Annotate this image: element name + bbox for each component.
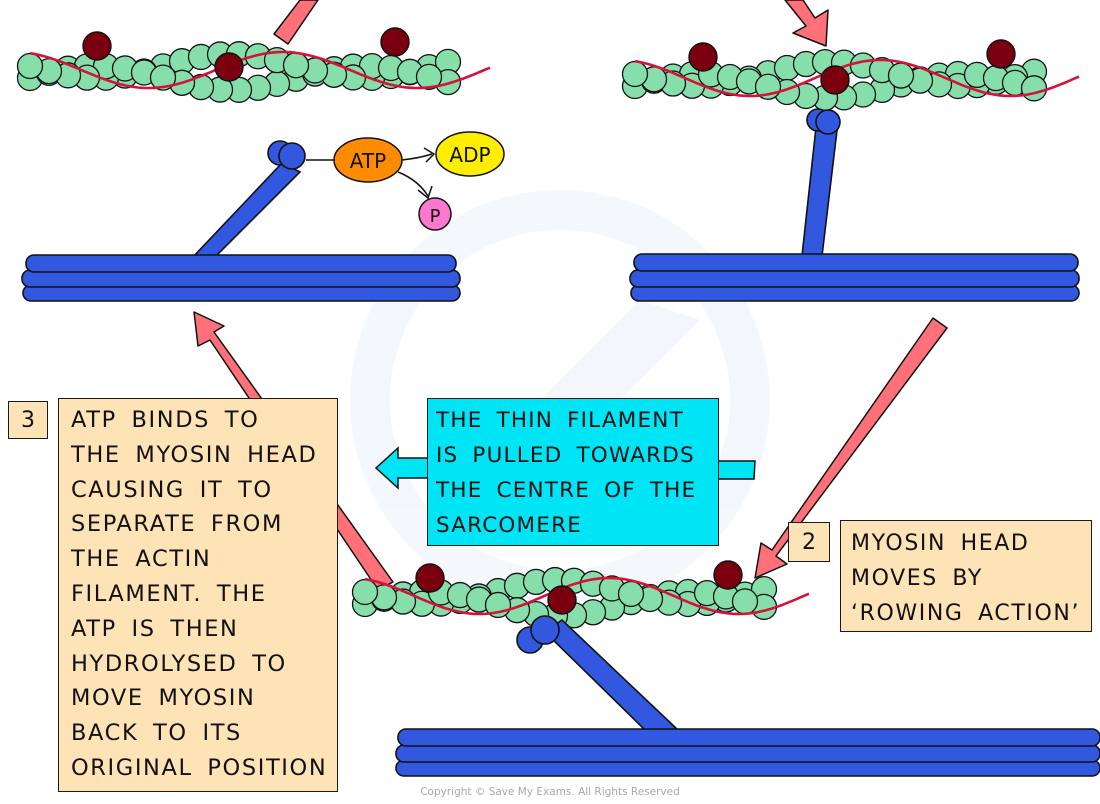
phosphate-label: P	[430, 206, 441, 227]
step-3-line: ORIGINAL POSITION	[71, 754, 328, 781]
step-2-line: ‘ROWING ACTION’	[851, 601, 1081, 626]
troponin	[415, 563, 445, 593]
actin-monomer	[617, 580, 645, 608]
arrow-into-panel-1	[273, 0, 319, 45]
actin-monomer	[887, 62, 915, 89]
arrow-panel2-to-panel3	[754, 317, 948, 579]
step-3-line: ATP IS THEN	[71, 615, 239, 642]
step-2-line: MOVES BY	[851, 566, 983, 591]
troponin	[214, 52, 244, 82]
troponin	[688, 42, 718, 72]
step-3-number: 3	[21, 407, 35, 433]
myosin-neck	[190, 162, 302, 259]
step-3-line: BACK TO ITS	[71, 720, 242, 747]
troponin	[713, 560, 743, 590]
actin-filament-top-left	[16, 27, 491, 103]
adp-molecule	[435, 131, 505, 177]
step-3-description: ATP BINDS TO THE MYOSIN HEAD CAUSING IT …	[58, 398, 338, 792]
tropomyosin-strand	[364, 576, 810, 616]
step-3-line: CAUSING IT TO	[71, 476, 273, 503]
actin-monomer	[731, 588, 759, 615]
filament-movement-arrow	[374, 446, 756, 490]
step-2-number-badge: 2	[788, 522, 830, 562]
actin-monomer	[149, 64, 177, 91]
troponin	[380, 27, 410, 57]
myosin-filament-top-right	[629, 108, 1080, 302]
adp-label: ADP	[449, 143, 490, 167]
actin-monomer	[282, 52, 310, 79]
myosin-filament-top-left	[21, 140, 461, 302]
step-3-line: FILAMENT. THE	[71, 580, 267, 607]
atp-label: ATP	[350, 149, 386, 173]
atp-molecule	[333, 137, 403, 183]
caption-line: SARCOMERE	[436, 513, 583, 538]
caption-line: IS PULLED TOWARDS	[436, 443, 695, 468]
step-3-line: THE ACTIN	[71, 546, 212, 573]
step-3-line: MOVE MYOSIN	[71, 685, 256, 712]
phosphate-molecule	[418, 197, 452, 231]
myosin-filament-bottom	[395, 615, 1100, 777]
actin-filament-top-right	[621, 39, 1080, 112]
copyright-notice: Copyright © Save My Exams. All Rights Re…	[420, 786, 680, 798]
actin-monomer	[621, 60, 649, 88]
actin-monomer	[351, 578, 379, 606]
step-3-line: THE MYOSIN HEAD	[71, 441, 318, 468]
step-3-line: SEPARATE FROM	[71, 511, 283, 538]
arrow-into-panel-2	[784, 0, 829, 47]
thin-filament-caption: THE THIN FILAMENT IS PULLED TOWARDS THE …	[427, 398, 719, 546]
myosin-neck	[543, 618, 681, 731]
atp-hydrolysis	[306, 131, 505, 231]
myosin-neck	[801, 117, 839, 257]
troponin	[986, 39, 1016, 69]
actin-monomer	[415, 63, 443, 90]
step-3-line: HYDROLYSED TO	[71, 650, 287, 677]
troponin	[547, 585, 577, 615]
step-3-number-badge: 3	[8, 401, 48, 439]
tropomyosin-strand	[634, 58, 1080, 98]
tropomyosin-strand	[29, 50, 491, 90]
step-2-line: MYOSIN HEAD	[851, 531, 1030, 556]
troponin	[820, 65, 850, 95]
step-2-description: MYOSIN HEAD MOVES BY ‘ROWING ACTION’	[840, 520, 1092, 632]
actin-monomer	[1020, 75, 1048, 102]
caption-line: THE CENTRE OF THE	[436, 478, 697, 503]
actin-monomer	[16, 52, 44, 80]
actin-filament-bottom	[351, 560, 810, 630]
caption-line: THE THIN FILAMENT	[436, 408, 684, 433]
step-2-number: 2	[802, 529, 816, 555]
step-3-line: ATP BINDS TO	[71, 407, 260, 433]
troponin	[82, 31, 112, 61]
